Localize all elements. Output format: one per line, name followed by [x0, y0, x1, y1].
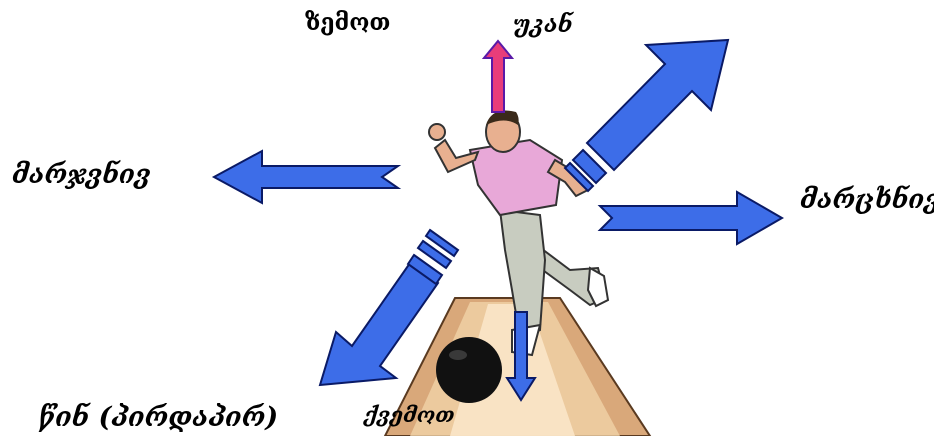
bowling-ball: [436, 337, 502, 403]
label-right: მარჯვნივ: [12, 160, 151, 190]
label-forward: წინ (პირდაპირ): [38, 403, 278, 433]
label-up: ზემოთ: [305, 8, 390, 38]
arrow-up: [484, 41, 512, 112]
label-back: უკან: [513, 10, 572, 40]
arrow-right-direction: [214, 151, 398, 203]
label-left: მარცხნივ: [800, 185, 934, 215]
label-down: ქვემოთ: [364, 400, 455, 430]
arrow-back: [565, 40, 728, 191]
arrow-left-direction: [600, 192, 782, 244]
